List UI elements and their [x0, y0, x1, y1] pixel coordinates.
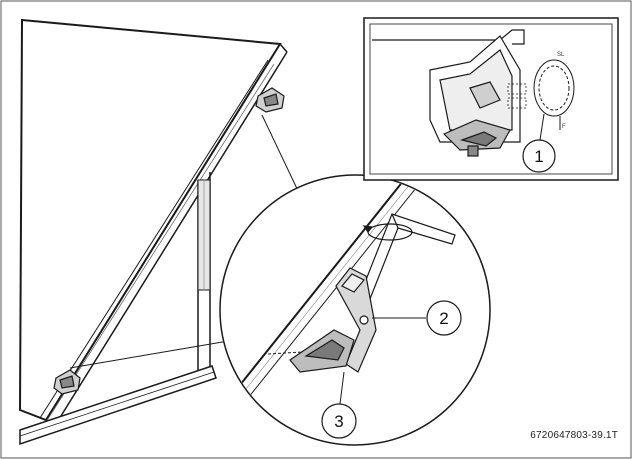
reference-code: 6720647803-39.1T: [530, 430, 618, 441]
callout-2-circle: [426, 300, 462, 336]
leader-line-lower: [69, 337, 247, 369]
callout-1-label: 1: [534, 147, 543, 166]
magnified-detail: 2 3: [219, 174, 491, 446]
mounting-bracket: [289, 267, 377, 373]
collector-panel: [18, 18, 288, 425]
callout-3-circle: [321, 403, 357, 439]
inset-mark-top: SL: [557, 52, 565, 58]
callout-3-leader: [339, 371, 345, 405]
inset-mark-bottom: F: [562, 124, 566, 130]
sensor-pipe: [533, 59, 575, 130]
callout-3-label: 3: [334, 412, 343, 431]
callout-1-circle: [522, 139, 556, 173]
lower-panel-clamp: [53, 369, 81, 395]
callout-2-label: 2: [439, 309, 448, 328]
inset-detail: SL F 1: [363, 17, 619, 181]
ground-rail: [19, 365, 217, 446]
rotation-arrow-icon: [362, 223, 413, 241]
dashed-guide: [267, 351, 303, 355]
leader-line-upper: [261, 114, 301, 196]
support-strut: [197, 172, 211, 370]
callout-1-leader: [539, 113, 545, 141]
upper-panel-clamp: [255, 87, 285, 113]
